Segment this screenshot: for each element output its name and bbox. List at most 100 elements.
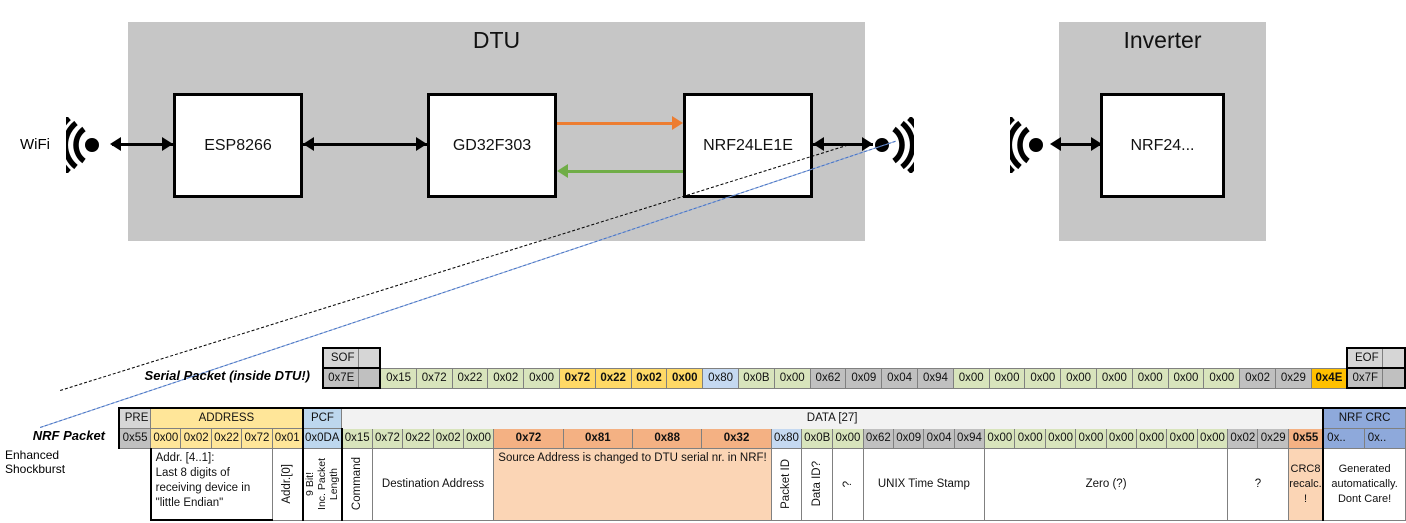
nrf-byte: 0x09	[892, 427, 925, 449]
nrf-byte: 0x00	[984, 427, 1016, 449]
nrf-address-byte: 0x01	[271, 427, 304, 449]
serial-byte: 0x29	[1274, 367, 1312, 389]
nrf-byte: 0x00	[1044, 427, 1077, 449]
chip-gd32f303[interactable]: GD32F303	[427, 93, 557, 198]
serial-byte: 0x62	[809, 367, 847, 389]
desc-crc8: CRC8 recalc. !	[1287, 447, 1324, 521]
serial-byte: 0x22	[594, 367, 632, 389]
desc-question: ?	[1227, 447, 1289, 521]
arrow-esp-gd32-head-right	[416, 137, 427, 151]
nrf-byte: 0x04	[923, 427, 955, 449]
desc-data-id: Data ID?	[801, 447, 834, 521]
serial-byte: 0x00	[523, 367, 560, 389]
arrow-esp-gd32-line	[303, 143, 427, 146]
desc-command-text: Command	[351, 457, 364, 511]
desc-crc8-l1: CRC8	[1290, 462, 1321, 475]
desc-source-text: Source Address is changed to DTU serial …	[498, 451, 767, 464]
desc-data-id-text: Data ID?	[811, 461, 824, 507]
serial-byte: 0x00	[952, 367, 990, 389]
desc-zero: Zero (?)	[984, 447, 1229, 521]
nrf-byte: 0x72	[493, 427, 564, 449]
nrf-address-byte: 0x02	[180, 427, 212, 449]
nrf-byte: 0x62	[862, 427, 894, 449]
serial-header-spacer	[380, 348, 1347, 368]
nrf-byte: 0x0B	[801, 427, 834, 449]
desc-pcf-line3: Length	[328, 467, 341, 501]
serial-byte: 0x72	[415, 367, 453, 389]
arrow-inverter-head-right	[1091, 137, 1102, 151]
serial-byte: 0x00	[988, 367, 1026, 389]
serial-eof-value: 0x7F	[1346, 367, 1384, 389]
nrf-crc-value: 0x..	[1322, 427, 1365, 449]
nrf-packet-table: PRE ADDRESS PCF DATA [27] NRF CRC 0x55 0…	[118, 407, 1406, 521]
desc-gen-l3: Dont Care!	[1337, 492, 1392, 505]
desc-address-text: Addr. [4..1]: Last 8 digits of receiving…	[155, 451, 251, 509]
serial-sof-header-pad	[358, 347, 382, 369]
serial-byte: 0x00	[773, 367, 811, 389]
nrf-byte: 0x00	[462, 427, 495, 449]
chip-nrf24le1e[interactable]: NRF24LE1E	[683, 93, 813, 198]
serial-byte: 0x72	[558, 367, 596, 389]
chip-esp8266[interactable]: ESP8266	[173, 93, 303, 198]
wifi-antenna-icon	[66, 117, 99, 173]
nrf-crc-value: 0x..	[1363, 427, 1406, 449]
desc-pre-empty	[119, 448, 151, 520]
nrf-description-row: Addr. [4..1]: Last 8 digits of receiving…	[119, 447, 1406, 521]
chip-nrf24[interactable]: NRF24...	[1100, 93, 1225, 198]
serial-byte: 0x15	[379, 367, 417, 389]
serial-byte: 0x80	[702, 367, 739, 389]
arrow-wifi-esp-head-left	[110, 137, 121, 151]
nrf-byte: 0x02	[432, 427, 464, 449]
serial-eof-value-pad	[1382, 367, 1406, 389]
nrf-byte: 0x00	[1075, 427, 1107, 449]
dtu-title: DTU	[472, 27, 521, 53]
nrf-byte: 0x00	[832, 427, 864, 449]
nrf-byte: 0x00	[1105, 427, 1137, 449]
arrow-wifi-esp-line	[112, 143, 173, 146]
nrf-header-row: PRE ADDRESS PCF DATA [27] NRF CRC	[118, 407, 1406, 429]
nrf-byte: 0x88	[632, 427, 703, 449]
desc-address: Addr. [4..1]: Last 8 digits of receiving…	[149, 447, 273, 521]
dtu-antenna-icon	[875, 117, 914, 173]
nrf-byte: 0x55	[1287, 427, 1324, 449]
serial-byte: 0x0B	[738, 367, 775, 389]
arrow-nrf-gd32-green-head	[557, 164, 568, 178]
arrow-esp-gd32-head-left	[303, 137, 314, 151]
serial-byte: 0x09	[845, 367, 883, 389]
nrf-address-byte: 0x00	[150, 427, 182, 449]
serial-eof-header: EOF	[1346, 347, 1384, 369]
nrf-byte: 0x32	[701, 427, 772, 449]
serial-byte: 0x00	[1096, 367, 1133, 389]
inverter-title: Inverter	[1123, 27, 1202, 53]
serial-eof-header-pad	[1382, 347, 1406, 369]
arrow-inverter-antenna-line	[1053, 143, 1101, 146]
nrf-pre-value: 0x55	[118, 427, 152, 449]
desc-crc8-l3: !	[1303, 492, 1308, 505]
desc-command: Command	[340, 447, 373, 521]
nrf-pre-header: PRE	[118, 407, 152, 429]
desc-gen-l2: automatically.	[1331, 477, 1398, 490]
wifi-label: WiFi	[20, 136, 50, 153]
serial-byte: 0x02	[1239, 367, 1276, 389]
nrf-byte: 0x81	[562, 427, 634, 449]
desc-generated: Generated automatically. Dont Care!	[1322, 447, 1406, 521]
desc-pcf: 9 Bit! Inc. Packet Length	[301, 447, 343, 521]
inverter-antenna-icon	[1010, 117, 1043, 173]
nrf-byte: 0x00	[1014, 427, 1046, 449]
serial-byte: 0x00	[1024, 367, 1062, 389]
nrf-byte-row: 0x55 0x00 0x02 0x22 0x72 0x01 0x0DA 0x15…	[118, 427, 1406, 449]
desc-crc8-l2: recalc.	[1289, 477, 1322, 490]
nrf-byte: 0x00	[1166, 427, 1198, 449]
desc-destination: Destination Address	[371, 447, 495, 521]
serial-header-row: SOF EOF	[322, 347, 1406, 369]
arrow-gd32-nrf-orange-line	[557, 122, 672, 125]
desc-question-small: ?	[832, 447, 864, 521]
desc-addr0: Addr.[0]	[271, 447, 304, 521]
nrf-byte: 0x80	[770, 427, 803, 449]
arrow-nrf-antenna-head-left	[813, 137, 824, 151]
nrf-byte: 0x22	[402, 427, 434, 449]
nrf-packet-sublabel: Enhanced Shockburst	[5, 448, 66, 476]
nrf-byte: 0x00	[1196, 427, 1229, 449]
nrf-address-byte: 0x72	[241, 427, 273, 449]
